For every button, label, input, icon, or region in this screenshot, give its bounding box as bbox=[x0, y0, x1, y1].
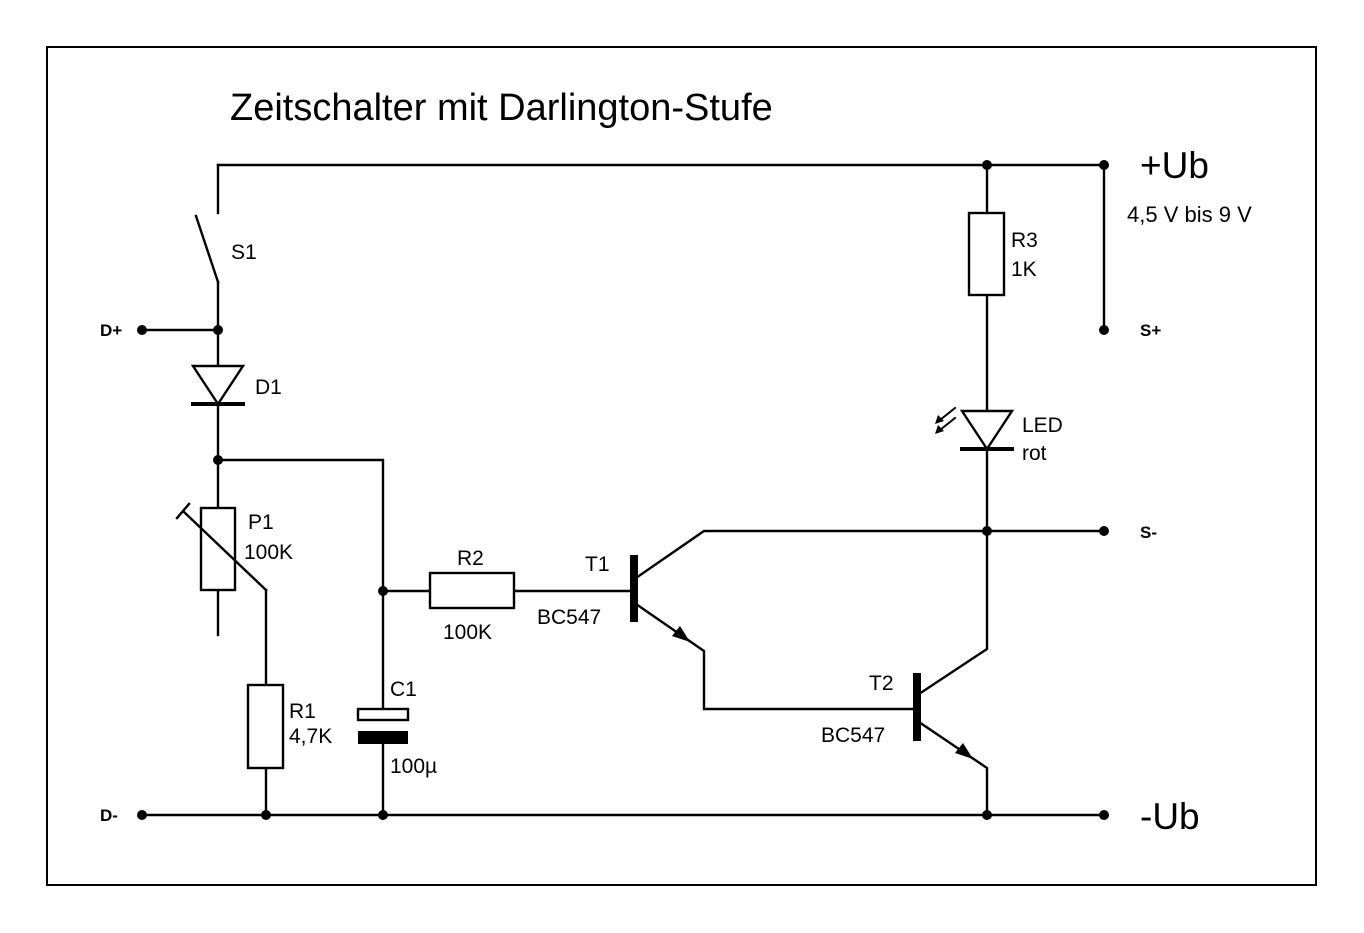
switch-s1 bbox=[194, 214, 220, 284]
label-minus-ub: -Ub bbox=[1140, 796, 1200, 837]
label-t1-type: BC547 bbox=[537, 606, 601, 629]
junction-dot bbox=[261, 810, 271, 820]
junction-dot bbox=[378, 586, 388, 596]
wires bbox=[140, 163, 1106, 817]
terminal-d-plus bbox=[137, 325, 147, 335]
capacitor-c1 bbox=[356, 707, 410, 744]
terminal-points bbox=[137, 160, 1109, 820]
switch-s1-lever bbox=[194, 214, 220, 284]
potentiometer-p1-arrow bbox=[182, 510, 268, 592]
label-r1-value: 4,7K bbox=[289, 725, 332, 748]
label-r2-value: 100K bbox=[443, 621, 492, 644]
terminal-d-minus bbox=[137, 810, 147, 820]
label-led-name: LED bbox=[1022, 414, 1063, 437]
label-c1-value: 100µ bbox=[390, 755, 437, 778]
label-p1-value: 100K bbox=[244, 541, 293, 564]
terminal-s-plus bbox=[1099, 325, 1109, 335]
label-c1-name: C1 bbox=[390, 678, 417, 701]
diode-d1-body bbox=[190, 364, 246, 407]
junction-dot bbox=[378, 810, 388, 820]
label-led-color: rot bbox=[1022, 442, 1047, 465]
terminal-minus-ub bbox=[1099, 810, 1109, 820]
label-d1: D1 bbox=[255, 376, 282, 399]
frame-border bbox=[46, 46, 1317, 886]
wire-top-to-c1 bbox=[216, 458, 385, 711]
label-s-plus: S+ bbox=[1140, 321, 1161, 340]
junction-dot bbox=[982, 526, 992, 536]
potentiometer-p1-body bbox=[199, 506, 237, 592]
led-body bbox=[959, 409, 1015, 452]
junctions bbox=[213, 160, 992, 820]
label-r1-name: R1 bbox=[289, 700, 316, 723]
transistor-t2 bbox=[913, 673, 973, 759]
diagram-title: Zeitschalter mit Darlington-Stufe bbox=[230, 87, 773, 129]
label-supply-range: 4,5 V bis 9 V bbox=[1127, 202, 1252, 227]
terminal-plus-ub bbox=[1099, 160, 1109, 170]
label-s1: S1 bbox=[231, 241, 257, 264]
label-d-minus: D- bbox=[100, 806, 118, 825]
potentiometer-p1 bbox=[175, 502, 268, 592]
transistor-t1 bbox=[630, 555, 690, 642]
resistor-r3 bbox=[967, 211, 1006, 297]
capacitor-c1-plate-positive bbox=[356, 707, 410, 722]
wire-t1-emitter bbox=[634, 602, 918, 711]
junction-dot bbox=[982, 810, 992, 820]
junction-dot bbox=[213, 455, 223, 465]
resistor-r1 bbox=[246, 683, 285, 770]
label-p1-name: P1 bbox=[248, 511, 274, 534]
label-s-minus: S- bbox=[1140, 523, 1157, 542]
wire-t1-collector bbox=[634, 529, 1106, 580]
wire-t2-emitter bbox=[917, 720, 989, 817]
junction-dot bbox=[982, 160, 992, 170]
terminal-s-minus bbox=[1099, 526, 1109, 536]
led bbox=[935, 406, 1015, 452]
label-plus-ub: +Ub bbox=[1140, 145, 1209, 186]
resistor-r2 bbox=[428, 571, 516, 610]
label-r3-name: R3 bbox=[1011, 229, 1038, 252]
potentiometer-p1-arrow-tick bbox=[175, 502, 191, 520]
wire-t2-collector bbox=[917, 529, 989, 696]
label-r3-value: 1K bbox=[1011, 258, 1037, 281]
label-r2-name: R2 bbox=[457, 547, 484, 570]
label-d-plus: D+ bbox=[100, 321, 122, 340]
capacitor-c1-plate-negative bbox=[358, 731, 408, 744]
junction-dot bbox=[213, 325, 223, 335]
led-light-arrows-icon bbox=[935, 406, 957, 434]
label-t1-name: T1 bbox=[585, 553, 610, 576]
transistor-t1-emitter-arrow bbox=[672, 626, 690, 642]
diode-d1 bbox=[190, 364, 246, 407]
label-t2-name: T2 bbox=[869, 672, 894, 695]
transistor-t2-emitter-arrow bbox=[955, 743, 973, 759]
label-t2-type: BC547 bbox=[821, 724, 885, 747]
